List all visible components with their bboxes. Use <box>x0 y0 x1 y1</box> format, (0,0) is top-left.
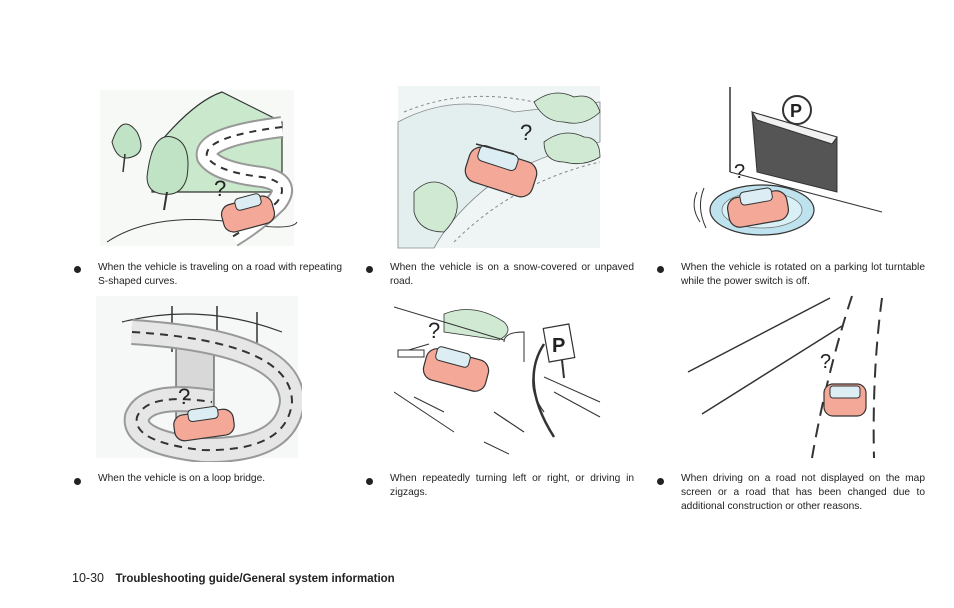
loop-bridge-icon: ? <box>96 296 302 462</box>
question-mark: ? <box>428 318 440 343</box>
question-mark: ? <box>820 351 831 373</box>
bullet <box>74 478 81 485</box>
snow-road-illustration: ? <box>394 82 604 252</box>
page-number: 10-30 <box>72 571 104 585</box>
zigzag-parking-illustration: P ? <box>394 292 604 462</box>
caption-parking-turntable: When the vehicle is rotated on a parking… <box>681 262 925 287</box>
parking-turntable-icon: P ? <box>693 87 883 236</box>
zigzag-parking-icon: P ? <box>394 306 601 455</box>
s-curve-road-icon: ? <box>100 90 298 247</box>
snow-road-icon: ? <box>397 86 601 249</box>
question-mark: ? <box>214 176 226 201</box>
bullet <box>657 478 664 485</box>
unmapped-road-icon: ? <box>687 295 883 459</box>
caption-s-curve-road: When the vehicle is traveling on a road … <box>98 262 342 287</box>
parking-sign: P <box>790 101 802 121</box>
bullet <box>366 266 373 273</box>
section-title: Troubleshooting guide/General system inf… <box>115 573 395 585</box>
caption-zigzag: When repeatedly turning left or right, o… <box>390 473 634 498</box>
s-curve-road-illustration: ? <box>92 82 302 252</box>
question-mark: ? <box>178 384 190 409</box>
question-mark: ? <box>734 161 745 183</box>
bullet <box>74 266 81 273</box>
parking-sign: P <box>552 335 565 357</box>
unmapped-road-illustration: ? <box>682 292 892 462</box>
caption-unmapped-road: When driving on a road not displayed on … <box>681 473 925 512</box>
caption-loop-bridge: When the vehicle is on a loop bridge. <box>98 473 266 484</box>
bullet <box>657 266 664 273</box>
page-footer: 10-30 Troubleshooting guide/General syst… <box>72 571 395 585</box>
bullet <box>366 478 373 485</box>
caption-snow-road: When the vehicle is on a snow-covered or… <box>390 262 634 287</box>
parking-turntable-illustration: P ? <box>682 82 892 252</box>
question-mark: ? <box>520 120 532 145</box>
loop-bridge-illustration: ? <box>92 292 302 462</box>
